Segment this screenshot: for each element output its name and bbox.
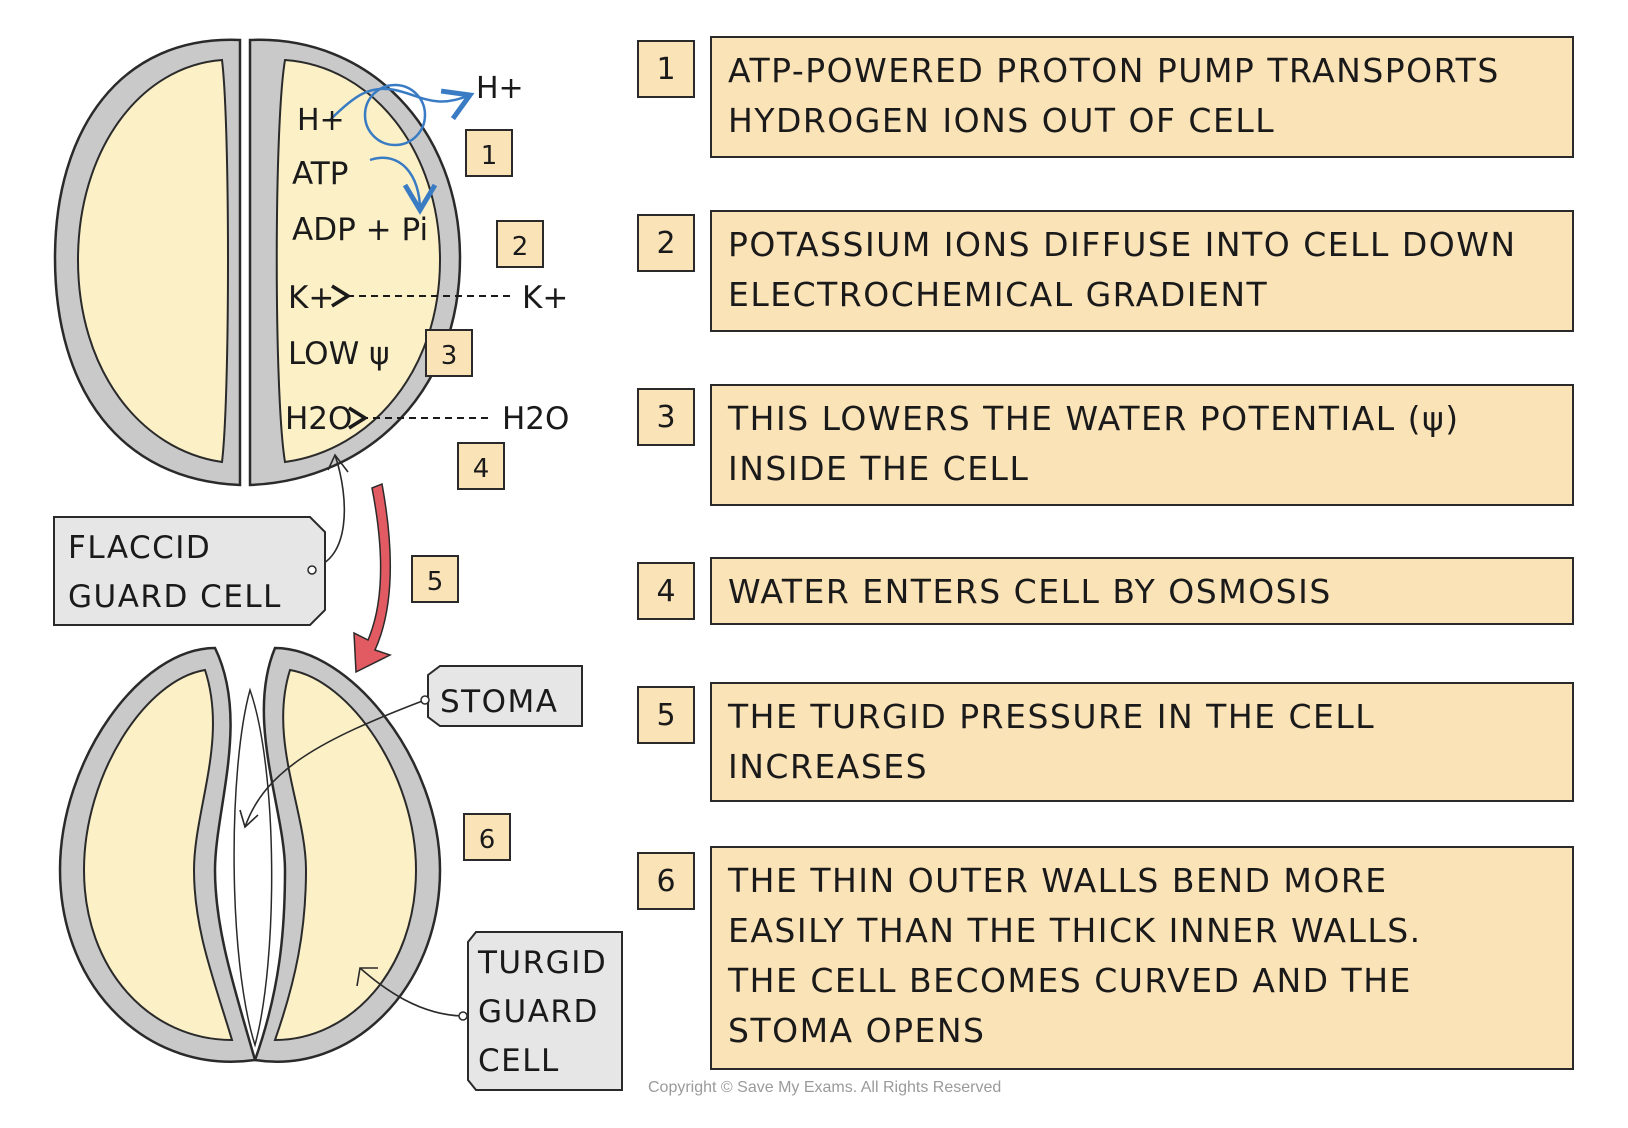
diagram-marker-5: 5 — [411, 555, 459, 603]
stoma-pore — [233, 687, 273, 1048]
flaccid-left-cell-cytoplasm — [76, 58, 229, 464]
transition-arrow — [353, 482, 392, 674]
diagram-marker-4-label: 4 — [473, 454, 490, 484]
turgid-label-line2: GUARD — [478, 994, 599, 1030]
flaccid-right-cell-cytoplasm — [275, 58, 442, 464]
diagram-marker-1-label: 1 — [481, 141, 498, 171]
step-3-text: THIS LOWERS THE WATER POTENTIAL (ψ) INSI… — [710, 384, 1574, 506]
h-plus-exit-arrow — [329, 87, 475, 121]
proton-pump-icon — [363, 83, 427, 147]
turgid-label-line1: TURGID — [477, 945, 607, 981]
h2o-inside-label: H2O — [285, 401, 352, 437]
diagram-marker-3-label: 3 — [441, 341, 458, 371]
step-3-number: 3 — [637, 388, 695, 446]
diagram-marker-3: 3 — [425, 329, 473, 377]
flaccid-label-line1: FLACCID — [68, 530, 211, 566]
stoma-pointer-head — [239, 809, 259, 829]
stoma-tag: STOMA — [420, 665, 583, 727]
step-6-number: 6 — [637, 852, 695, 910]
proton-pump-arrows — [329, 83, 475, 215]
k-plus-outside-label: K+ — [522, 280, 568, 316]
diagram-marker-6-label: 6 — [479, 825, 496, 855]
stoma-label-pointer — [244, 699, 426, 828]
guard-cell-diagram: FLACCID GUARD CELL STOMA TURGID GUARD CE… — [53, 38, 623, 1091]
turgid-guard-cells — [58, 646, 442, 1063]
flaccid-pointer-head — [327, 453, 349, 473]
h-plus-inside-label: H+ — [297, 103, 345, 138]
atp-to-adp-arrow — [369, 156, 438, 215]
low-psi-label: LOW ψ — [288, 336, 390, 372]
copyright-notice: Copyright © Save My Exams. All Rights Re… — [648, 1079, 1002, 1096]
k-plus-inside-label: K+ — [288, 280, 334, 316]
step-2-text: POTASSIUM IONS DIFFUSE INTO CELL DOWN EL… — [710, 210, 1574, 332]
diagram-marker-2-label: 2 — [512, 232, 529, 262]
step-6-text: THE THIN OUTER WALLS BEND MORE EASILY TH… — [710, 846, 1574, 1070]
flaccid-guard-cell-tag: FLACCID GUARD CELL — [53, 516, 326, 626]
diagram-marker-2: 2 — [496, 220, 544, 268]
step-5-number: 5 — [637, 686, 695, 744]
diagram-marker-1: 1 — [465, 129, 513, 177]
turgid-label-pointer — [359, 967, 464, 1017]
step-4-text: WATER ENTERS CELL BY OSMOSIS — [710, 557, 1574, 625]
step-5-text: THE TURGID PRESSURE IN THE CELL INCREASE… — [710, 682, 1574, 802]
atp-label: ATP — [292, 156, 348, 192]
turgid-pointer-head — [356, 967, 378, 987]
flaccid-label-line2: GUARD CELL — [68, 579, 282, 615]
turgid-guard-cell-tag: TURGID GUARD CELL — [458, 931, 623, 1091]
h-plus-outside-label: H+ — [476, 71, 524, 106]
flaccid-guard-cells — [53, 38, 462, 487]
turgid-label-line3: CELL — [478, 1043, 560, 1079]
turgid-left-cell-cytoplasm — [82, 668, 234, 1042]
diagram-marker-6: 6 — [463, 813, 511, 861]
step-1-number: 1 — [637, 40, 695, 98]
step-1-text: ATP-POWERED PROTON PUMP TRANSPORTS HYDRO… — [710, 36, 1574, 158]
diagram-marker-4: 4 — [457, 442, 505, 490]
step-2-number: 2 — [637, 214, 695, 272]
h2o-outside-label: H2O — [502, 401, 569, 437]
step-4-number: 4 — [637, 562, 695, 620]
diagram-marker-5-label: 5 — [427, 567, 444, 597]
stoma-label: STOMA — [440, 684, 558, 720]
turgid-right-cell-cytoplasm — [273, 668, 418, 1042]
adp-pi-label: ADP + Pi — [292, 212, 428, 248]
